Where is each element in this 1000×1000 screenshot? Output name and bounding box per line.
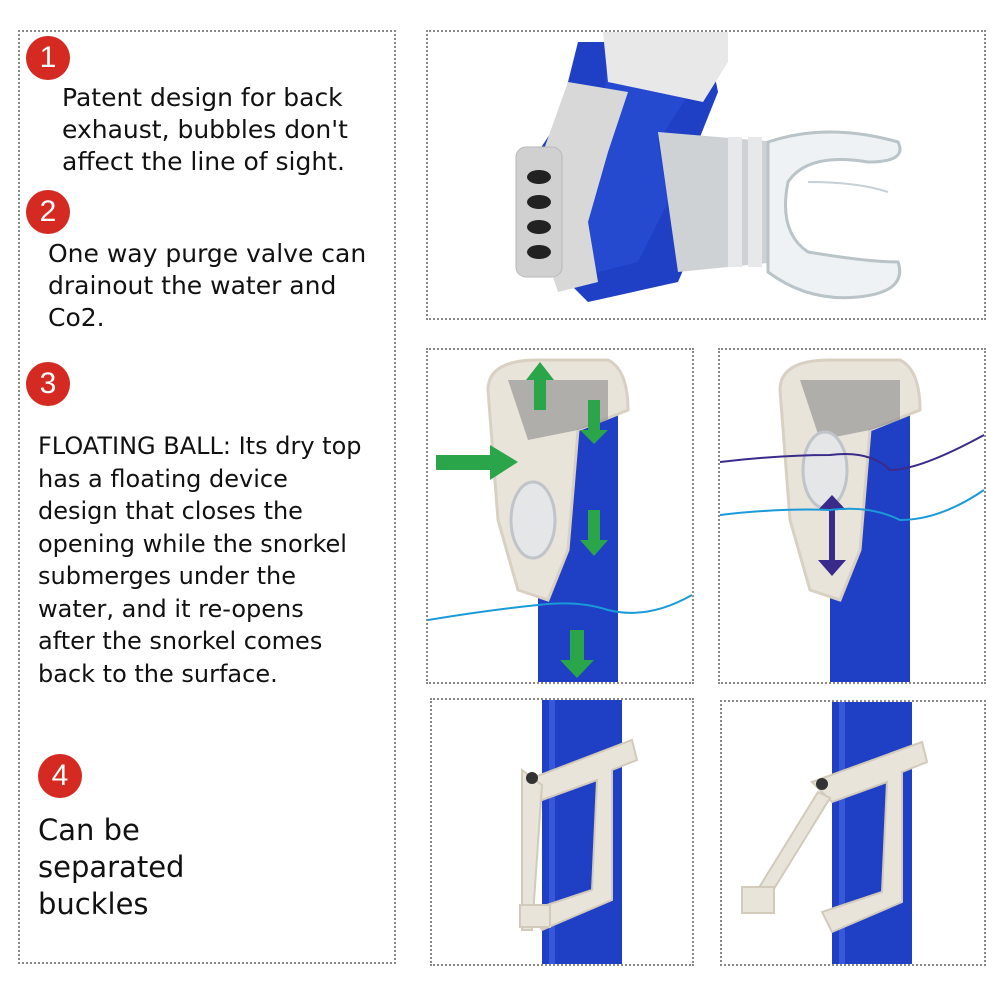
feature-4-text: Can be separated buckles: [38, 813, 185, 921]
dry-top-open-panel: [426, 348, 694, 684]
dry-top-open-diagram: [428, 358, 692, 682]
feature-2-text: One way purge valve can drainout the wat…: [48, 239, 367, 332]
buckle-attached-photo: [519, 700, 639, 964]
mouthpiece-panel: [426, 30, 986, 320]
dry-top-closed-diagram: [720, 358, 984, 682]
buckle-detached-photo: [741, 702, 929, 964]
feature-1-badge: 1: [26, 36, 70, 80]
feature-3-text: FLOATING BALL: Its dry top has a floatin…: [38, 432, 362, 688]
mouthpiece-photo: [515, 32, 902, 302]
feature-4-badge: 4: [38, 754, 82, 798]
feature-1-text: Patent design for back exhaust, bubbles …: [62, 83, 348, 176]
feature-list-panel: 1 Patent design for back exhaust, bubble…: [18, 30, 396, 964]
dry-top-closed-panel: [718, 348, 986, 684]
feature-2-badge: 2: [26, 190, 70, 234]
feature-3-badge: 3: [26, 362, 70, 406]
buckle-attached-panel: [430, 698, 694, 966]
buckle-detached-panel: [720, 700, 986, 966]
